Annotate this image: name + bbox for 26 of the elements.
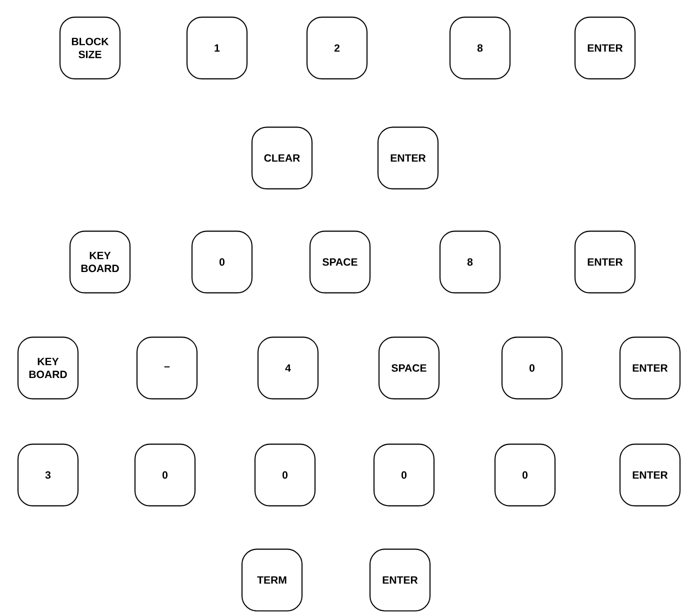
key: 0: [501, 336, 563, 400]
key: TERM: [241, 548, 303, 612]
key: ENTER: [574, 230, 636, 294]
key: SPACE: [309, 230, 371, 294]
key: ENTER: [619, 336, 681, 400]
key: SPACE: [378, 336, 440, 400]
key: ENTER: [377, 126, 439, 190]
key: ENTER: [619, 444, 681, 506]
key: 8: [439, 230, 501, 294]
key: KEY BOARD: [69, 230, 131, 294]
key: 4: [257, 336, 319, 400]
key: 0: [134, 444, 196, 506]
key: 2: [306, 16, 368, 80]
key: ENTER: [574, 16, 636, 80]
key: BLOCK SIZE: [59, 16, 121, 80]
key: 3: [17, 444, 79, 506]
key: 0: [373, 444, 435, 506]
key: ENTER: [369, 548, 431, 612]
key: 0: [494, 444, 556, 506]
key: 8: [449, 16, 511, 80]
key: 0: [254, 444, 316, 506]
key: 1: [186, 16, 248, 80]
key: –: [136, 336, 198, 400]
key: 0: [191, 230, 253, 294]
key: CLEAR: [251, 126, 313, 190]
key: KEY BOARD: [17, 336, 79, 400]
